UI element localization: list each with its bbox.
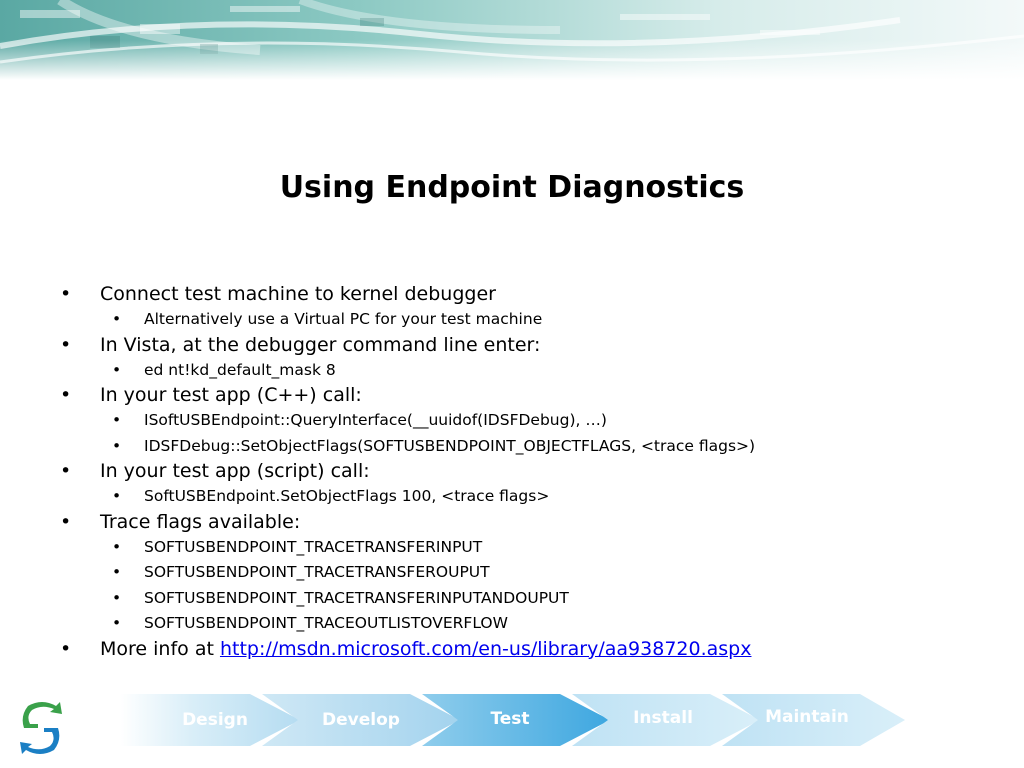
bullet-dot-icon: • <box>112 360 122 379</box>
bullet-dot-icon: • <box>112 537 122 556</box>
bullet-item: • Trace flags available: <box>56 510 996 535</box>
bullet-text: In Vista, at the debugger command line e… <box>100 333 541 356</box>
bullet-item: • In Vista, at the debugger command line … <box>56 333 996 358</box>
bullet-dot-icon: • <box>112 563 122 581</box>
sub-bullet-item: • SOFTUSBENDPOINT_TRACETRANSFEROUPUT <box>56 560 996 586</box>
bullet-dot-icon: • <box>60 333 72 356</box>
more-info-prefix: More info at <box>100 637 220 660</box>
bullet-item: • Connect test machine to kernel debugger <box>56 282 996 307</box>
bullet-text: SOFTUSBENDPOINT_TRACETRANSFERINPUTANDOUP… <box>144 588 569 607</box>
stage-arrow-test <box>422 694 610 746</box>
bullet-list: • Connect test machine to kernel debugger… <box>56 282 996 662</box>
sub-bullet-item: • SOFTUSBENDPOINT_TRACETRANSFERINPUTANDOU… <box>56 586 996 612</box>
bullet-text: Connect test machine to kernel debugger <box>100 283 496 305</box>
sub-bullet-item: • ISoftUSBEndpoint::QueryInterface(__uuid… <box>56 408 996 434</box>
bullet-text: IDSFDebug::SetObjectFlags(SOFTUSBENDPOIN… <box>144 436 756 455</box>
sub-bullet-item: • ed nt!kd_default_mask 8 <box>56 358 996 384</box>
bullet-text: Alternatively use a Virtual PC for your … <box>144 310 543 328</box>
bullet-dot-icon: • <box>112 588 122 607</box>
sub-bullet-item: • Alternatively use a Virtual PC for your… <box>56 307 996 333</box>
bullet-text: SoftUSBEndpoint.SetObjectFlags 100, <tra… <box>144 487 550 505</box>
header-banner-graphic <box>0 0 1024 80</box>
bullet-dot-icon: • <box>112 436 122 455</box>
bullet-dot-icon: • <box>112 614 122 632</box>
process-flow <box>120 694 905 746</box>
bullet-text: ed nt!kd_default_mask 8 <box>144 360 336 379</box>
bullet-text: SOFTUSBENDPOINT_TRACETRANSFEROUPUT <box>144 563 490 581</box>
bullet-dot-icon: • <box>60 510 72 533</box>
bullet-text: In your test app (C++) call: <box>100 384 362 406</box>
lifecycle-logo-icon <box>20 702 63 754</box>
bullet-text: ISoftUSBEndpoint::QueryInterface(__uuido… <box>144 411 607 429</box>
msdn-link[interactable]: http://msdn.microsoft.com/en-us/library/… <box>219 637 752 660</box>
bullet-dot-icon: • <box>112 487 122 505</box>
stage-label-maintain: Maintain <box>765 707 849 727</box>
bullet-dot-icon: • <box>60 283 72 305</box>
bullet-item: • In your test app (script) call: <box>56 459 996 484</box>
bullet-text: SOFTUSBENDPOINT_TRACETRANSFERINPUT <box>144 537 483 556</box>
header-banner <box>0 0 1024 80</box>
bullet-dot-icon: • <box>60 384 72 406</box>
stage-label-design: Design <box>182 710 248 730</box>
sub-bullet-item: • SOFTUSBENDPOINT_TRACETRANSFERINPUT <box>56 535 996 561</box>
stage-arrow-design <box>120 694 300 746</box>
stage-label-develop: Develop <box>322 710 400 730</box>
bullet-text: SOFTUSBENDPOINT_TRACEOUTLISTOVERFLOW <box>144 614 508 632</box>
stage-arrow-maintain <box>722 694 905 746</box>
sub-bullet-item: • IDSFDebug::SetObjectFlags(SOFTUSBENDPOI… <box>56 434 996 460</box>
bullet-dot-icon: • <box>60 460 72 482</box>
stage-arrow-develop <box>262 694 460 746</box>
bullet-dot-icon: • <box>112 310 122 328</box>
bullet-text: In your test app (script) call: <box>100 460 370 482</box>
stage-label-install: Install <box>633 708 693 728</box>
stage-arrow-install <box>572 694 760 746</box>
bullet-dot-icon: • <box>112 411 122 429</box>
slide-title: Using Endpoint Diagnostics <box>279 170 745 205</box>
bullet-text: Trace flags available: <box>100 510 301 533</box>
sub-bullet-item: • SoftUSBEndpoint.SetObjectFlags 100, <tr… <box>56 484 996 510</box>
stage-label-test: Test <box>490 709 530 729</box>
bullet-dot-icon: • <box>60 637 72 660</box>
sub-bullet-item: • SOFTUSBENDPOINT_TRACEOUTLISTOVERFLOW <box>56 611 996 637</box>
bullet-item-more-info: • More info at http://msdn.microsoft.com/… <box>56 637 996 662</box>
bullet-item: • In your test app (C++) call: <box>56 383 996 408</box>
